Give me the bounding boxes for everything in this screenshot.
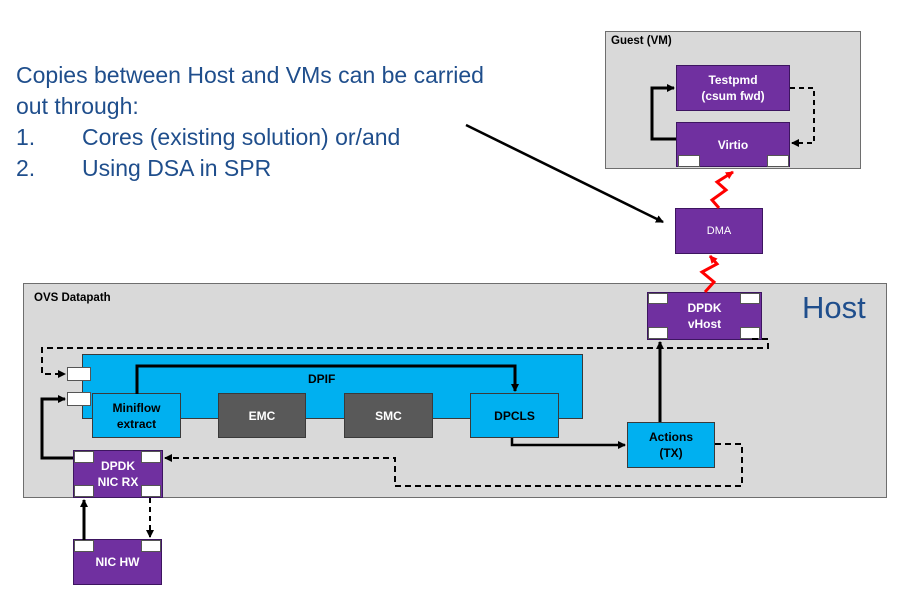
headline-item-1: 1. Cores (existing solution) or/and <box>16 122 576 153</box>
virtio-port-right <box>767 155 789 167</box>
dpif-port-2 <box>67 392 91 406</box>
dpcls-label: DPCLS <box>494 408 535 423</box>
actions-to-nic-rx-dashed-path <box>164 443 743 487</box>
headline-item-1-number: 1. <box>16 124 36 150</box>
headline-line-1: Copies between Host and VMs can be carri… <box>16 62 484 88</box>
miniflow-sublabel: extract <box>116 416 157 431</box>
vhost-port-bottom-left <box>648 327 668 339</box>
actions-label: Actions <box>648 430 693 444</box>
vhost-port-bottom-right <box>740 327 760 339</box>
nic-rx-port-bottom-left <box>74 485 94 497</box>
dma-label: DMA <box>706 225 732 237</box>
miniflow-label: Miniflow <box>112 400 161 415</box>
testpmd-sublabel: (csum fwd) <box>701 89 765 103</box>
actions-sublabel: (TX) <box>659 446 683 460</box>
dpcls-to-actions-arrow <box>510 438 626 449</box>
miniflow-to-dpcls-arrow <box>135 364 519 394</box>
vhost-port-top-right <box>740 293 760 304</box>
headline-item-2-number: 2. <box>16 155 36 181</box>
actions-tx-box: Actions (TX) <box>627 422 715 468</box>
testpmd-label: Testpmd <box>708 73 758 87</box>
headline-item-2: 2. Using DSA in SPR <box>16 153 576 184</box>
smc-label: SMC <box>375 408 402 423</box>
dma-to-virtio-link <box>709 170 734 209</box>
testpmd-to-virtio-arrow <box>790 87 815 147</box>
vhost-to-dma-link <box>699 255 720 294</box>
nic-rx-label: DPDK <box>100 459 135 473</box>
nic-hw-port-right <box>141 540 161 552</box>
dpif-label: DPIF <box>308 372 336 386</box>
guest-vm-label: Guest (VM) <box>611 35 672 47</box>
headline-pointer-arrow <box>465 123 664 224</box>
nic-rx-port-top-left <box>74 451 94 463</box>
dpif-port-1 <box>67 367 91 381</box>
virtio-label: Virtio <box>717 137 749 152</box>
headline: Copies between Host and VMs can be carri… <box>16 60 576 184</box>
nic-rx-sublabel: NIC RX <box>97 475 139 489</box>
host-label: Host <box>802 290 866 325</box>
dpdk-vhost-label: DPDK <box>687 301 722 315</box>
vhost-to-dpif-dashed-path <box>41 338 769 378</box>
nic-rx-port-top-right <box>141 451 161 463</box>
vhost-port-top-left <box>648 293 668 304</box>
headline-item-2-text: Using DSA in SPR <box>82 155 272 181</box>
nic-hw-label: NIC HW <box>95 555 140 569</box>
testpmd-box: Testpmd (csum fwd) <box>676 65 790 111</box>
smc-box: SMC <box>344 393 433 438</box>
nic-hw-port-left <box>74 540 94 552</box>
emc-box: EMC <box>218 393 306 438</box>
headline-item-1-text: Cores (existing solution) or/and <box>82 124 401 150</box>
virtio-port-left <box>678 155 700 167</box>
dma-box: DMA <box>675 208 763 254</box>
dpdk-vhost-sublabel: vHost <box>687 317 722 331</box>
ovs-datapath-label: OVS Datapath <box>34 292 111 304</box>
nic-rx-port-bottom-right <box>141 485 161 497</box>
nic-rx-to-dpif-arrow <box>40 395 73 460</box>
dpcls-box: DPCLS <box>470 393 559 438</box>
virtio-to-testpmd-arrow <box>650 84 676 141</box>
headline-line-2: out through: <box>16 93 139 119</box>
emc-label: EMC <box>248 408 276 423</box>
